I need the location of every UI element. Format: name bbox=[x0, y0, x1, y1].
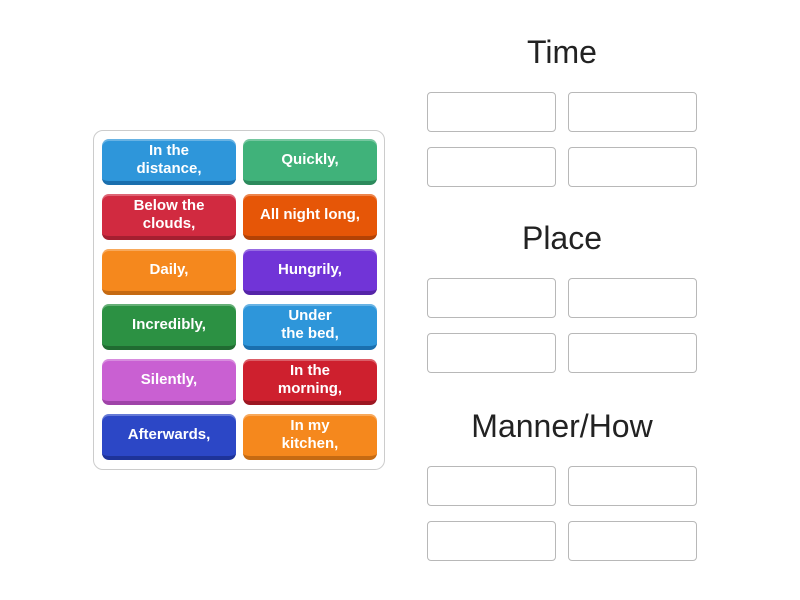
word-bank-grid: In the distance, Quickly, Below the clou… bbox=[102, 139, 377, 460]
word-tile-incredibly[interactable]: Incredibly, bbox=[102, 304, 236, 350]
group-time: Time bbox=[427, 30, 697, 187]
word-tile-label: Daily, bbox=[149, 260, 189, 278]
drop-slot-time-4[interactable] bbox=[568, 147, 697, 187]
word-tile-in-the-morning[interactable]: In the morning, bbox=[243, 359, 377, 405]
word-tile-under-the-bed[interactable]: Under the bed, bbox=[243, 304, 377, 350]
group-time-slots bbox=[427, 92, 697, 187]
word-tile-label: In the morning, bbox=[277, 361, 343, 397]
drop-slot-manner-4[interactable] bbox=[568, 521, 697, 561]
drop-slot-place-2[interactable] bbox=[568, 278, 697, 318]
group-manner-how: Manner/How bbox=[427, 404, 697, 561]
word-tile-below-the-clouds[interactable]: Below the clouds, bbox=[102, 194, 236, 240]
drop-slot-manner-2[interactable] bbox=[568, 466, 697, 506]
drop-slot-time-2[interactable] bbox=[568, 92, 697, 132]
group-title-manner-how: Manner/How bbox=[471, 408, 653, 444]
group-place-slots bbox=[427, 278, 697, 373]
word-tile-silently[interactable]: Silently, bbox=[102, 359, 236, 405]
drop-slot-manner-1[interactable] bbox=[427, 466, 556, 506]
drop-slot-time-3[interactable] bbox=[427, 147, 556, 187]
word-tile-in-the-distance[interactable]: In the distance, bbox=[102, 139, 236, 185]
word-tile-label: Below the clouds, bbox=[133, 196, 205, 232]
drop-slot-time-1[interactable] bbox=[427, 92, 556, 132]
word-tile-label: Silently, bbox=[140, 370, 198, 388]
word-tile-label: All night long, bbox=[260, 205, 360, 223]
word-bank-panel: In the distance, Quickly, Below the clou… bbox=[93, 130, 385, 470]
word-tile-label: Under the bed, bbox=[281, 306, 339, 342]
group-title-time: Time bbox=[527, 34, 597, 70]
word-tile-label: Incredibly, bbox=[132, 315, 206, 333]
word-tile-label: Hungrily, bbox=[278, 260, 342, 278]
group-manner-how-slots bbox=[427, 466, 697, 561]
word-tile-afterwards[interactable]: Afterwards, bbox=[102, 414, 236, 460]
word-tile-label: Quickly, bbox=[281, 150, 339, 168]
word-tile-quickly[interactable]: Quickly, bbox=[243, 139, 377, 185]
drop-slot-place-1[interactable] bbox=[427, 278, 556, 318]
group-title-place: Place bbox=[521, 220, 603, 256]
word-tile-hungrily[interactable]: Hungrily, bbox=[243, 249, 377, 295]
word-tile-daily[interactable]: Daily, bbox=[102, 249, 236, 295]
word-tile-in-my-kitchen[interactable]: In my kitchen, bbox=[243, 414, 377, 460]
drop-slot-manner-3[interactable] bbox=[427, 521, 556, 561]
drop-slot-place-4[interactable] bbox=[568, 333, 697, 373]
word-tile-label: Afterwards, bbox=[127, 425, 211, 443]
word-tile-label: In the distance, bbox=[136, 141, 202, 177]
group-place: Place bbox=[427, 216, 697, 373]
word-tile-label: In my kitchen, bbox=[281, 416, 339, 452]
drop-slot-place-3[interactable] bbox=[427, 333, 556, 373]
word-tile-all-night-long[interactable]: All night long, bbox=[243, 194, 377, 240]
